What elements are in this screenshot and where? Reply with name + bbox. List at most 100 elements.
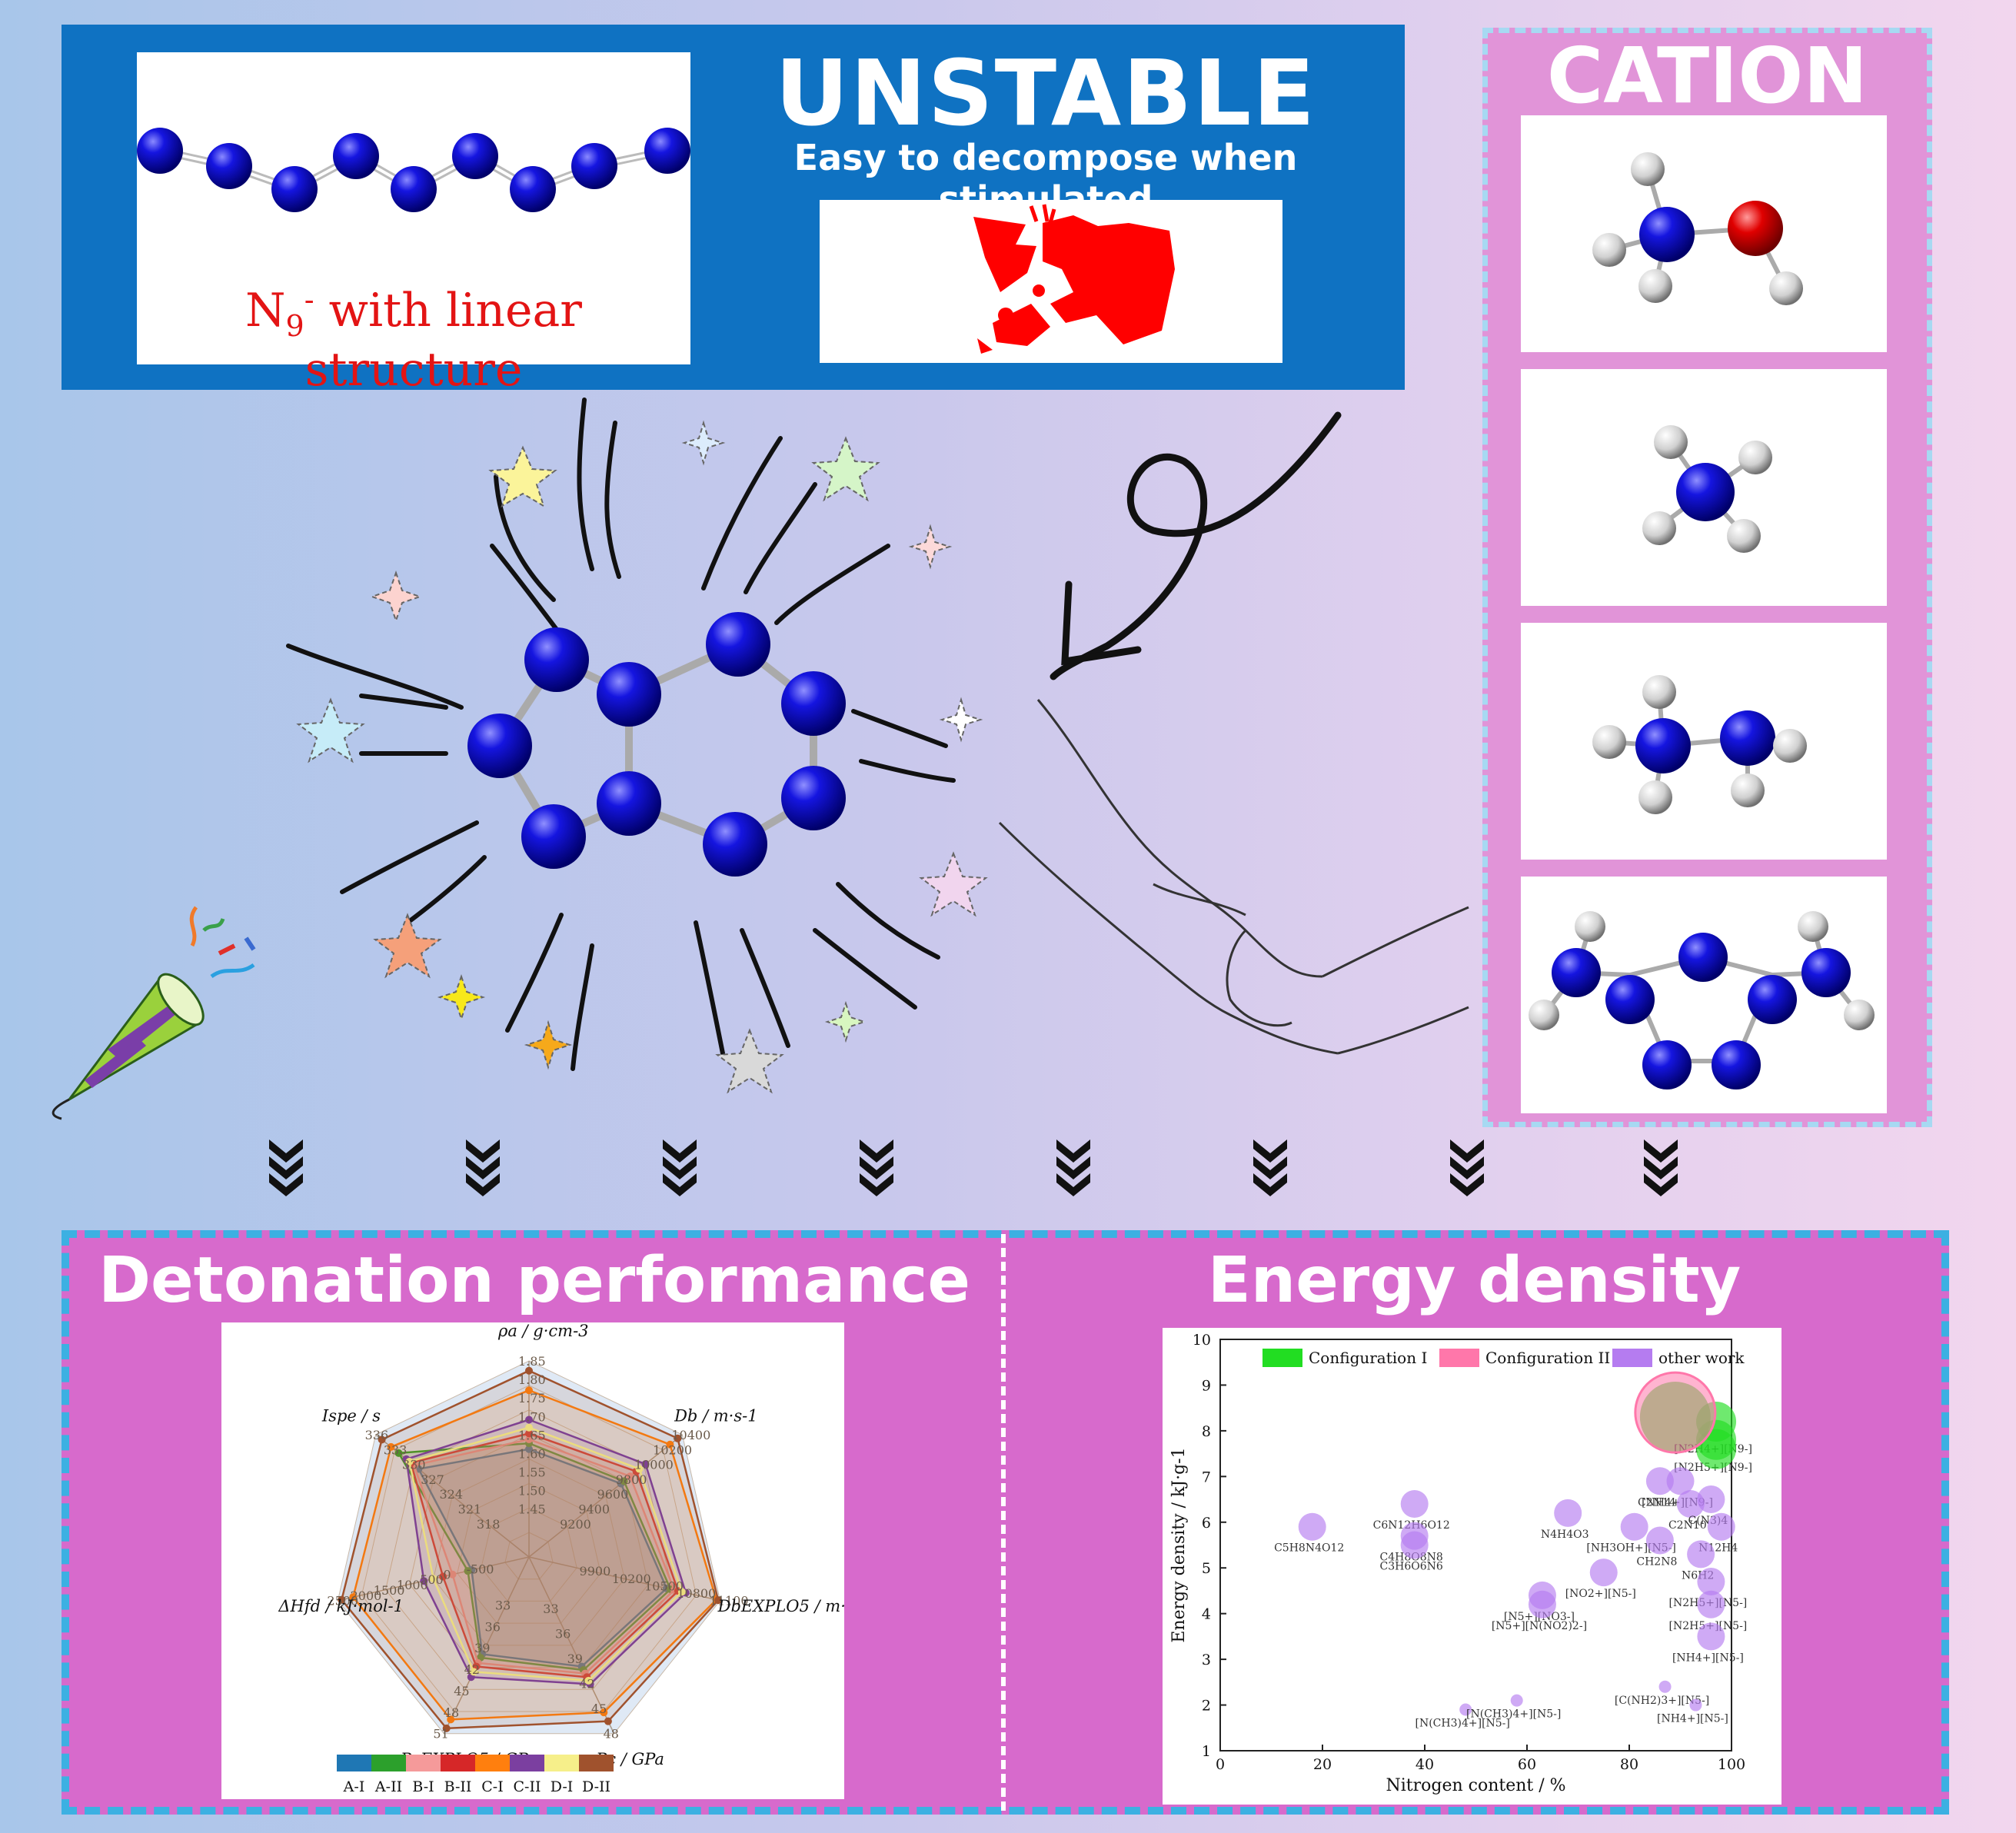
radar-data-point <box>470 1668 478 1676</box>
sparkle-icon <box>824 1000 867 1043</box>
radar-tick-label: 9200 <box>560 1517 591 1532</box>
scatter-point <box>1400 1490 1429 1518</box>
central-illustration <box>52 398 1469 1120</box>
scatter-point <box>1697 1485 1725 1514</box>
radar-tick-label: 48 <box>444 1705 459 1720</box>
radar-tick-label: 318 <box>477 1517 501 1532</box>
curly-arrow-icon <box>1050 411 1342 680</box>
radar-data-point <box>439 1572 447 1581</box>
y-tick-label: 2 <box>1202 1698 1211 1715</box>
chevron-down-icon <box>663 1139 697 1196</box>
radar-axis-label: Ispe / s <box>321 1406 381 1425</box>
y-tick-label: 10 <box>1193 1332 1211 1349</box>
scatter-point <box>1400 1531 1429 1559</box>
explosion-icon-card <box>820 200 1282 363</box>
hydroxylammonium-molecule <box>1592 152 1803 305</box>
scatter-point <box>1634 1371 1717 1454</box>
burst-lines <box>286 398 956 1071</box>
chevron-down-icon <box>269 1139 303 1196</box>
y-tick-label: 7 <box>1202 1469 1211 1485</box>
radar-tick-label: 51 <box>433 1727 448 1742</box>
radar-axis-label: ΔHfd / kJ·mol-1 <box>278 1597 404 1615</box>
n9-caption: N9- with linear structure <box>245 283 582 397</box>
radar-tick-label: 1.70 <box>518 1409 546 1424</box>
radar-legend-swatch <box>510 1755 544 1771</box>
radar-data-point <box>464 1567 472 1575</box>
radar-tick-label: 324 <box>439 1487 463 1502</box>
radar-tick-label: 1.75 <box>518 1391 546 1406</box>
radar-data-point <box>405 1457 414 1465</box>
scatter-point-label: [NH4+][N5-] <box>1657 1713 1728 1725</box>
radar-grid-ring <box>361 1385 697 1712</box>
radar-tick-label: 500 <box>420 1572 444 1587</box>
unstable-subtitle: Easy to decompose when stimulated <box>793 137 1298 220</box>
scatter-point-label: [N(CH3)4+][N5-] <box>1416 1718 1510 1730</box>
scatter-point <box>1459 1703 1472 1716</box>
scatter-point <box>1645 1526 1674 1555</box>
radar-tick-label: 1500 <box>374 1583 405 1598</box>
scatter-point <box>1554 1499 1582 1527</box>
radar-tick-label: 1.60 <box>518 1446 546 1461</box>
radar-legend-label: B-I <box>412 1778 434 1795</box>
radar-series-polygon <box>409 1432 680 1678</box>
radar-tick-label: 1.55 <box>518 1465 546 1480</box>
radar-tick-label: 2500 <box>327 1594 358 1608</box>
radar-tick-label: 1000 <box>397 1578 428 1592</box>
radar-data-point <box>584 1676 593 1685</box>
scatter-point <box>1697 1622 1725 1651</box>
radar-tick-label: 9600 <box>597 1487 629 1502</box>
scatter-point <box>1697 1590 1725 1618</box>
radar-tick-label: 42 <box>464 1662 480 1677</box>
chevron-down-icon <box>1253 1139 1287 1196</box>
hydrazinium-molecule <box>1592 675 1807 814</box>
radar-data-point <box>429 1575 437 1583</box>
radar-axis-label: ρa / g·cm-3 <box>497 1322 589 1340</box>
radar-legend-label: A-II <box>374 1778 402 1795</box>
cation-diaminotriazolium-card <box>1521 877 1887 1113</box>
radar-tick-label: 10200 <box>612 1572 651 1586</box>
radar-tick-label: 10800 <box>677 1586 716 1601</box>
diaminotriazolium-molecule <box>1529 911 1875 1089</box>
radar-axis-line <box>528 1556 615 1735</box>
unstable-title: UNSTABLE <box>775 40 1316 146</box>
ammonium-molecule <box>1642 425 1772 553</box>
sparkle-icon <box>369 570 423 624</box>
radar-axis-label: Db / m·s-1 <box>674 1406 758 1425</box>
scatter-point-label: [N(CH3)4+][N5-] <box>1466 1708 1561 1721</box>
radar-legend-label: B-II <box>444 1778 472 1795</box>
chevron-down-icon <box>1644 1139 1678 1196</box>
radar-axis-line <box>528 1434 683 1558</box>
scatter-point-label: N4H4O3 <box>1541 1529 1589 1541</box>
radar-tick-label: 45 <box>454 1684 469 1698</box>
radar-legend-label: C-II <box>514 1778 541 1795</box>
radar-data-point <box>447 1715 455 1724</box>
radar-tick-label: 48 <box>604 1727 619 1742</box>
energy-legend-swatch <box>1612 1349 1652 1367</box>
radar-series-polygon <box>351 1389 718 1721</box>
energy-title: Energy density <box>1207 1244 1742 1317</box>
radar-data-point <box>641 1460 650 1469</box>
radar-tick-label: 39 <box>567 1652 583 1666</box>
radar-axis-label: DbEXPLO5 / m·s-1 <box>717 1597 844 1615</box>
star-icon <box>715 1028 784 1094</box>
radar-data-point <box>448 1570 457 1579</box>
radar-tick-label: -500 <box>467 1562 494 1576</box>
chevron-down-icon <box>466 1139 500 1196</box>
radar-series-polygon <box>405 1419 687 1685</box>
radar-tick-label: 9900 <box>580 1564 611 1579</box>
bicyclic-nitrogen-molecule <box>467 612 846 877</box>
radar-data-point <box>626 1472 634 1481</box>
radar-legend-swatch <box>579 1755 614 1771</box>
radar-data-point <box>600 1708 608 1717</box>
radar-legend-swatch <box>371 1755 406 1771</box>
radar-data-point <box>525 1416 533 1424</box>
radar-data-point <box>666 1440 674 1449</box>
scatter-point <box>1298 1512 1326 1541</box>
radar-tick-label: 9800 <box>616 1472 647 1487</box>
x-tick-label: 40 <box>1416 1756 1434 1773</box>
scatter-point <box>1510 1694 1523 1707</box>
radar-data-point <box>525 1445 533 1453</box>
x-tick-label: 80 <box>1620 1756 1638 1773</box>
